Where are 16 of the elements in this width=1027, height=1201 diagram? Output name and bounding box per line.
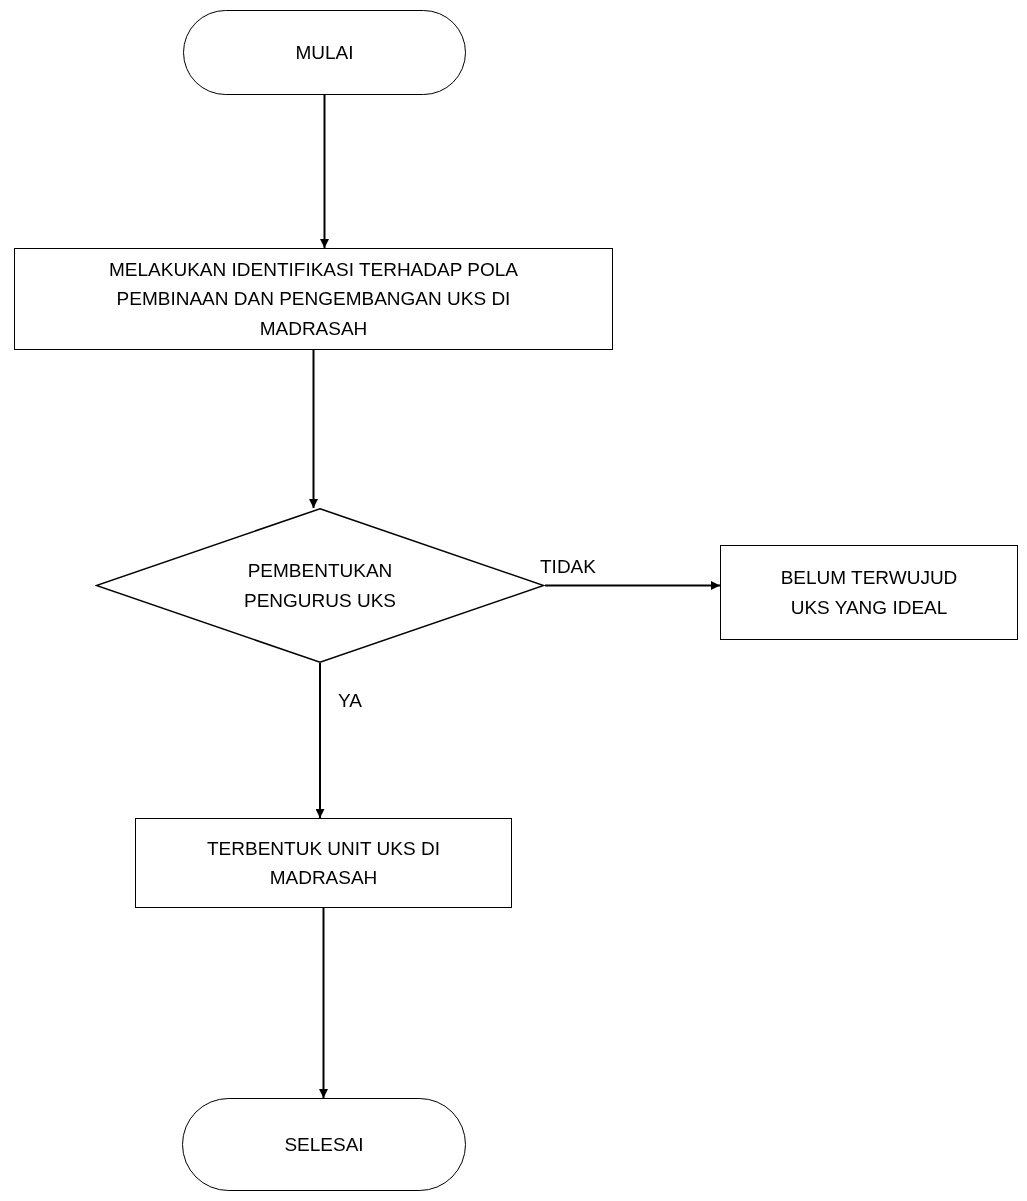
node-text: MELAKUKAN IDENTIFIKASI TERHADAP POLA PEMBINAAN DAN PENGEMBANGAN UKS DI MADRASAH <box>108 257 519 341</box>
edge-label: TIDAK <box>540 556 596 578</box>
arrow <box>320 94 329 249</box>
arrow <box>315 662 325 819</box>
process-box <box>720 545 1018 640</box>
process-box <box>135 818 512 908</box>
node-text: MULAI <box>295 40 354 65</box>
node-text: TERBENTUK UNIT UKS DI MADRASAH <box>206 836 441 890</box>
edge-label: YA <box>338 690 362 712</box>
node-text: PEMBENTUKAN PENGURUS UKS <box>243 559 397 613</box>
arrow <box>544 581 721 590</box>
node-text: SELESAI <box>284 1132 364 1157</box>
arrow <box>309 349 318 509</box>
arrow <box>319 907 328 1099</box>
node-text: BELUM TERWUJUD UKS YANG IDEAL <box>779 566 959 620</box>
process-box <box>14 248 613 350</box>
